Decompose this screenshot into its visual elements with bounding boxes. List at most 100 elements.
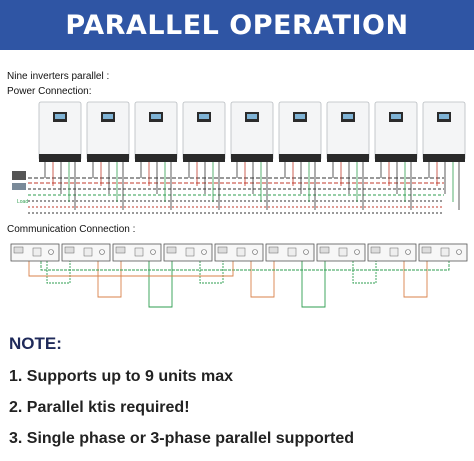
port-block (236, 247, 246, 257)
inverter-count-label: Nine inverters parallel : (7, 71, 110, 82)
power-connection-label: Power Connection: (7, 86, 92, 97)
port-block (440, 247, 450, 257)
note-item-1: 1. Supports up to 9 units max (9, 368, 234, 385)
dip-switch (150, 249, 156, 255)
communication-board (367, 243, 417, 262)
comm-cable (352, 261, 377, 284)
rj45-port (319, 246, 330, 254)
display-screen (295, 114, 305, 119)
rj45-port (217, 246, 228, 254)
rj45-port (370, 246, 381, 254)
communication-board (10, 243, 60, 262)
display-screen (343, 114, 353, 119)
inverter-unit (326, 101, 370, 210)
inverter-body (86, 101, 130, 161)
dip-switch (303, 249, 309, 255)
inverter-body (326, 101, 370, 161)
inverter-body (134, 101, 178, 161)
inverter-body (374, 101, 418, 161)
dip-switch (99, 249, 105, 255)
communication-connection-label: Communication Connection : (7, 224, 136, 235)
inverter-unit (38, 101, 82, 210)
breaker-block (12, 183, 26, 190)
inverter-unit (278, 101, 322, 210)
battery-terminal (12, 171, 26, 180)
port-block (185, 247, 195, 257)
rj45-port (115, 246, 126, 254)
comm-cable (148, 261, 173, 308)
comm-cable (28, 261, 234, 277)
communication-board (112, 243, 162, 262)
inverter-base (327, 154, 369, 162)
display-screen (247, 114, 257, 119)
port-block (287, 247, 297, 257)
comm-cable (46, 261, 71, 284)
note-title: NOTE: (9, 334, 62, 353)
inverter-base (375, 154, 417, 162)
inverter-unit (374, 101, 418, 210)
note-item-2: 2. Parallel ktis required! (9, 399, 190, 416)
rj45-port (268, 246, 279, 254)
comm-cable (40, 261, 450, 271)
comm-cable (403, 261, 428, 298)
inverter-body (38, 101, 82, 161)
communication-board (214, 243, 264, 262)
notes-section: NOTE: 1. Supports up to 9 units max 2. P… (9, 334, 354, 461)
page-title: PARALLEL OPERATION (65, 9, 409, 41)
rj45-port (13, 246, 24, 254)
dip-switch (405, 249, 411, 255)
power-wiring (12, 171, 444, 214)
inverter-body (278, 101, 322, 161)
display-screen (103, 114, 113, 119)
port-block (32, 247, 42, 257)
inverter-body (182, 101, 226, 161)
display-screen (439, 114, 449, 119)
parallel-wiring-diagram: Load (10, 101, 468, 308)
communication-board (163, 243, 213, 262)
inverter-unit (134, 101, 178, 210)
inverter-body (230, 101, 274, 161)
dip-switch (48, 249, 54, 255)
inverter-row (38, 101, 466, 210)
rj45-port (64, 246, 75, 254)
comm-cable (97, 261, 122, 298)
communication-board (265, 243, 315, 262)
port-block (389, 247, 399, 257)
load-label: Load (17, 199, 28, 205)
inverter-base (183, 154, 225, 162)
dip-switch (201, 249, 207, 255)
rj45-port (421, 246, 432, 254)
display-screen (199, 114, 209, 119)
comm-cable (199, 261, 224, 284)
communication-board (418, 243, 468, 262)
inverter-body (422, 101, 466, 161)
communication-board (61, 243, 111, 262)
communication-board (316, 243, 366, 262)
display-screen (55, 114, 65, 119)
dip-switch (354, 249, 360, 255)
note-item-3: 3. Single phase or 3-phase parallel supp… (9, 430, 354, 447)
dip-switch (252, 249, 258, 255)
inverter-unit (182, 101, 226, 210)
inverter-base (279, 154, 321, 162)
communication-wiring (28, 261, 450, 308)
port-block (134, 247, 144, 257)
inverter-base (231, 154, 273, 162)
inverter-unit (230, 101, 274, 210)
rj45-port (166, 246, 177, 254)
display-screen (391, 114, 401, 119)
inverter-base (87, 154, 129, 162)
comm-cable (250, 261, 275, 298)
inverter-unit (86, 101, 130, 210)
inverter-base (39, 154, 81, 162)
inverter-base (135, 154, 177, 162)
dip-switch (456, 249, 462, 255)
inverter-base (423, 154, 465, 162)
display-screen (151, 114, 161, 119)
comm-cable (301, 261, 326, 308)
port-block (338, 247, 348, 257)
port-block (83, 247, 93, 257)
communication-board-row (10, 243, 468, 262)
title-banner: PARALLEL OPERATION (0, 0, 474, 50)
inverter-unit (422, 101, 466, 210)
